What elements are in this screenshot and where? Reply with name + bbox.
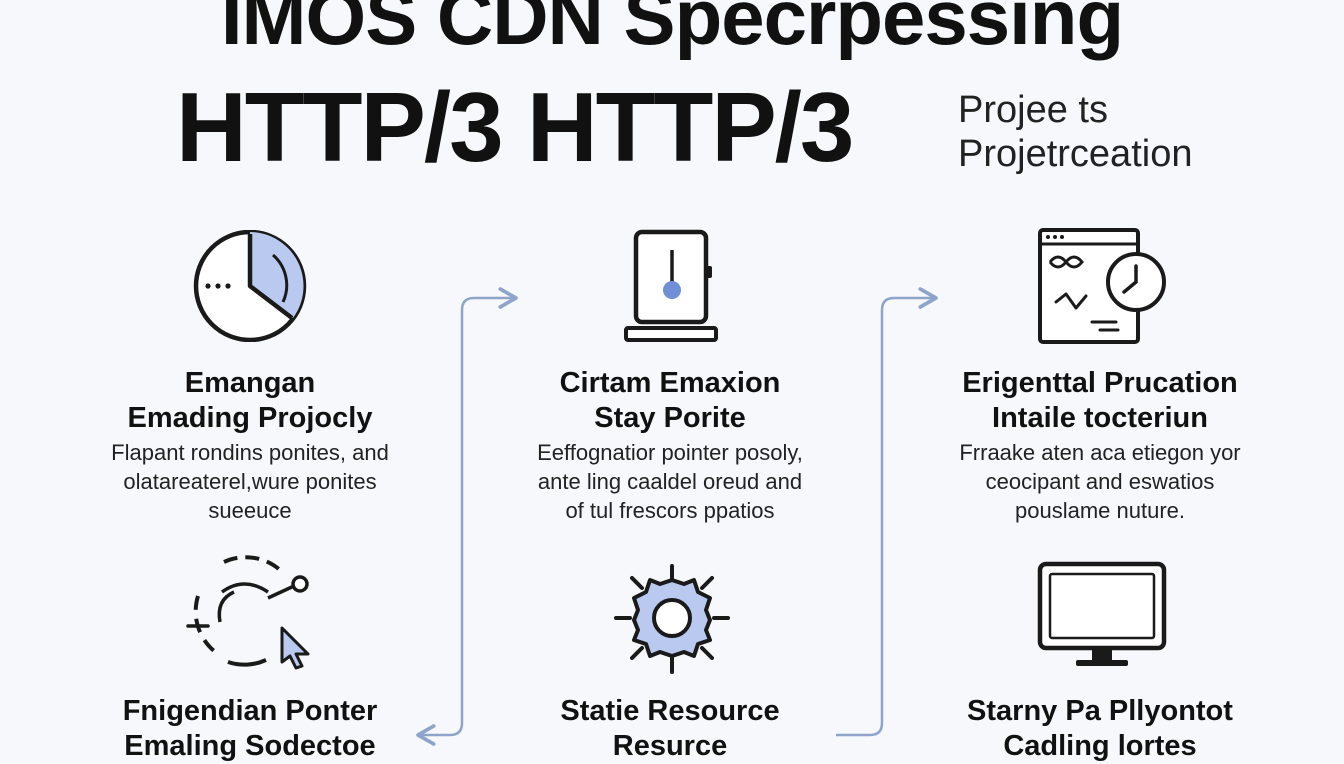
card-1-body-line-1: Flapant rondins ponites, and: [111, 440, 389, 465]
card-2-body-line-2: ante ling caaldel oreud and: [537, 469, 803, 494]
card-1-heading: Emangan Emading Projocly: [70, 366, 430, 436]
card-2-body-line-3: of tul frescors ppatios: [565, 498, 775, 523]
cursor-circle-icon: [186, 555, 310, 670]
browser-clock-icon: [1038, 228, 1166, 344]
card-1-heading-line-2: Emading Projocly: [127, 402, 373, 434]
card-3-heading-line-2: Intaile tocteriun: [992, 402, 1208, 434]
card-3-body-line-3: pouslame nuture.: [1015, 498, 1185, 523]
card-1-body-line-3: sueeuce: [208, 498, 292, 523]
card-3-heading: Erigenttal Prucation Intaile tocteriun: [920, 366, 1280, 436]
card-3-body: Frraake aten aca etiegon yor ceocipant a…: [920, 438, 1280, 525]
card-4-heading: Fnigendian Ponter Emaling Sodectoe: [70, 694, 430, 764]
page-title: IMOS CDN Specrpessing: [220, 0, 1124, 61]
side-note: Projee ts Projetrceation: [958, 88, 1192, 176]
card-6-heading-line-2: Cadling lortes: [1003, 730, 1197, 762]
card-2-heading-line-1: Cirtam Emaxion: [559, 367, 781, 399]
card-4-heading-line-2: Emaling Sodectoe: [124, 730, 376, 762]
card-5-heading: Statie Resource Resurce: [490, 694, 850, 764]
card-6-heading: Starny Pa Pllyontot Cadling lortes: [920, 694, 1280, 764]
card-5-heading-line-2: Resurce: [612, 730, 728, 762]
card-2-heading: Cirtam Emaxion Stay Porite: [490, 366, 850, 436]
server-device-icon: [624, 229, 718, 342]
page-subtitle: HTTP/3 HTTP/3: [176, 72, 854, 182]
card-2-body: Eeffognatior pointer posoly, ante ling c…: [490, 438, 850, 525]
card-3-body-line-2: ceocipant and eswatios: [985, 469, 1215, 494]
card-1-body-line-2: olatareaterel,wure ponites: [123, 469, 377, 494]
side-note-line-2: Projetrceation: [958, 133, 1193, 175]
connector-arrow-2: [836, 287, 938, 737]
side-note-line-1: Projee ts: [958, 89, 1108, 131]
card-1-heading-line-1: Emangan: [184, 367, 316, 399]
monitor-icon: [1037, 561, 1167, 666]
clock-pie-icon: [193, 230, 307, 342]
gear-icon: [614, 564, 730, 674]
card-3-heading-line-1: Erigenttal Prucation: [962, 367, 1238, 399]
card-2-body-line-1: Eeffognatior pointer posoly,: [537, 440, 803, 465]
card-6-heading-line-1: Starny Pa Pllyontot: [967, 695, 1233, 727]
card-2-heading-line-2: Stay Porite: [594, 402, 746, 434]
connector-arrow-1: [416, 287, 518, 746]
card-4-heading-line-1: Fnigendian Ponter: [122, 695, 378, 727]
card-1-body: Flapant rondins ponites, and olatareater…: [70, 438, 430, 525]
card-5-heading-line-1: Statie Resource: [560, 695, 780, 727]
card-3-body-line-1: Frraake aten aca etiegon yor: [959, 440, 1241, 465]
